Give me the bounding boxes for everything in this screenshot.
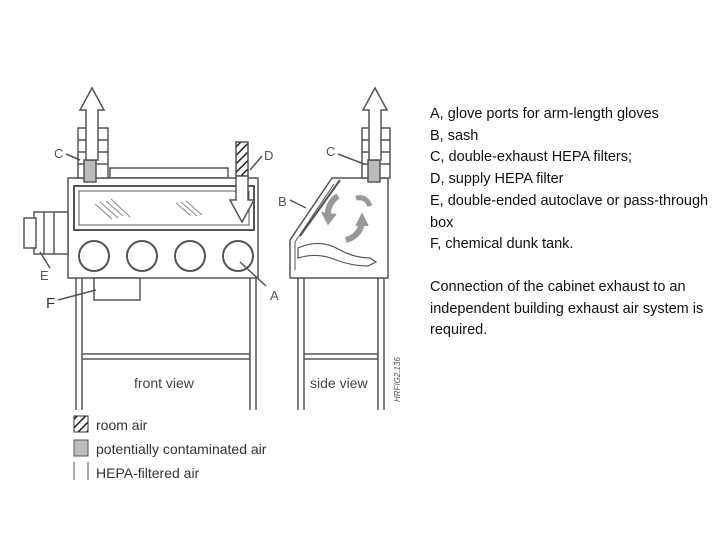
label-a: A xyxy=(270,288,279,303)
caption-item-c: C, double-exhaust HEPA filters; xyxy=(430,149,633,166)
front-exhaust-arrow xyxy=(78,86,106,161)
caption-note: Connection of the cabinet exhaust to an … xyxy=(430,278,704,339)
supply-filter xyxy=(235,141,249,177)
caption: A, glove ports for arm-length gloves B, … xyxy=(430,104,710,342)
front-view-label: front view xyxy=(134,375,195,391)
caption-item-e: E, double-ended autoclave or pass-throug… xyxy=(430,192,709,231)
front-top-cap xyxy=(109,167,229,179)
label-e: E xyxy=(40,268,49,283)
side-view-label: side view xyxy=(310,375,368,391)
label-c-front: C xyxy=(54,146,63,161)
pass-through-box xyxy=(33,211,69,255)
caption-item-f: F, chemical dunk tank. xyxy=(430,236,574,253)
legend-room-air: room air xyxy=(96,417,148,433)
label-f: F xyxy=(46,295,55,312)
caption-item-d: D, supply HEPA filter xyxy=(430,171,564,188)
figure-code: HRFIG2.136 xyxy=(393,357,402,402)
glove-port-4 xyxy=(222,240,254,272)
glove-port-3 xyxy=(174,240,206,272)
caption-item-b: B, sash xyxy=(430,127,479,144)
supply-arrow xyxy=(228,175,256,224)
arm-in-glove xyxy=(297,242,378,267)
label-b: B xyxy=(278,194,287,209)
legend-hepa-air: HEPA-filtered air xyxy=(96,465,200,481)
front-view xyxy=(23,86,267,410)
label-d: D xyxy=(264,148,273,163)
glove-port-2 xyxy=(126,240,158,272)
glove-port-1 xyxy=(78,240,110,272)
side-view xyxy=(289,86,391,410)
side-exhaust-arrow xyxy=(361,86,389,161)
front-cabinet-body xyxy=(67,177,259,279)
legend: room air potentially contaminated air HE… xyxy=(73,415,267,481)
legend-swatch-room-air xyxy=(73,415,89,433)
front-window xyxy=(73,185,255,231)
caption-item-a: A, glove ports for arm-length gloves xyxy=(430,106,659,122)
side-sash xyxy=(299,179,341,237)
dunk-tank xyxy=(93,277,141,301)
glass-reflection xyxy=(94,198,203,220)
label-c-side: C xyxy=(326,144,335,159)
legend-contaminated-air: potentially contaminated air xyxy=(96,441,267,457)
legend-swatch-contaminated xyxy=(73,439,89,457)
